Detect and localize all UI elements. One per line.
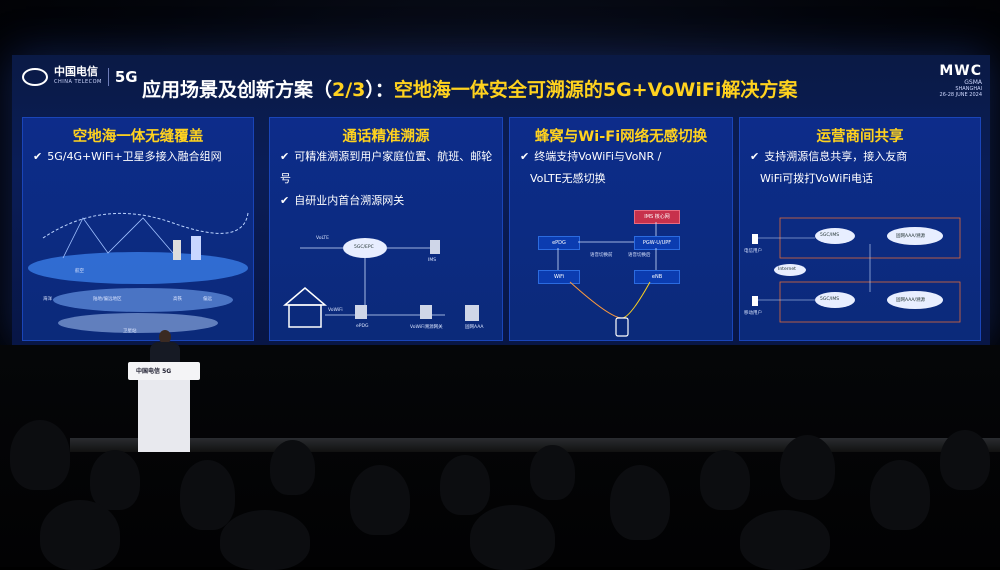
podium-top: 中国电信 5G: [128, 362, 200, 380]
event-dates: 26-28 JUNE 2024: [939, 92, 982, 98]
diagram-label: 固网AAA/溯源: [896, 298, 926, 303]
audience-member: [700, 450, 750, 510]
audience-member: [780, 435, 835, 500]
diagram-label: 移动用户: [744, 311, 762, 316]
speaker-head: [159, 330, 171, 344]
diagram-label: 语音切换前: [590, 253, 613, 258]
panel-handover: 蜂窝与Wi-Fi网络无感切换 ✔终端支持VoWiFi与VoNR / VoLTE无…: [509, 117, 733, 341]
gsma-text: GSMA: [964, 79, 982, 86]
slide-title: 应用场景及创新方案（2/3）：空地海一体安全可溯源的5G+VoWiFi解决方案: [142, 75, 797, 102]
speaker-torso: [150, 342, 180, 364]
panel-heading: 通话精准溯源: [342, 129, 430, 145]
podium: 中国电信 5G: [128, 362, 200, 452]
audience-member: [10, 420, 70, 490]
brand-5g: 5G: [107, 68, 138, 86]
diagram-label: 海洋: [43, 297, 52, 302]
panel-coverage: 空地海一体无缝覆盖 ✔5G/4G+WiFi+卫星多接入融合组网 航空 海洋 陆地…: [22, 117, 254, 341]
diagram-label: 5GC/EPC: [354, 245, 374, 250]
panel-bullet: WiFi可拨打VoWiFi电话: [760, 172, 873, 185]
epdg-box: ePDG: [538, 236, 580, 250]
diagram-label: 高铁: [173, 297, 182, 302]
panel-bullet: ✔可精准溯源到用户家庭位置、航班、邮轮号: [280, 150, 493, 185]
traceability-diagram: [282, 238, 479, 328]
diagram-label: VoWiFi: [328, 308, 343, 313]
audience-member: [940, 430, 990, 490]
panel-heading: 运营商间共享: [816, 129, 904, 145]
ims-core-box: IMS 核心网: [634, 210, 680, 224]
audience-member: [610, 465, 670, 540]
enb-box: eNB: [634, 270, 680, 284]
audience-member: [740, 510, 830, 570]
sharing-diagram: [752, 217, 961, 323]
audience-member: [220, 510, 310, 570]
diagram-label: VoWiFi溯源网关: [410, 325, 443, 330]
audience: [0, 420, 1000, 570]
diagram-label: 5GC/IMS: [820, 297, 840, 302]
brand-name-cn: 中国电信: [54, 65, 98, 78]
china-telecom-mark-icon: [22, 68, 48, 86]
diagram-label: 电信用户: [744, 249, 762, 254]
diagram-label: ePDG: [356, 324, 369, 329]
check-icon: ✔: [520, 150, 530, 163]
diagram-label: 固网AAA/溯源: [896, 234, 926, 239]
audience-member: [870, 460, 930, 530]
panel-heading: 空地海一体无缝覆盖: [72, 129, 204, 145]
podium-label: 中国电信 5G: [136, 368, 172, 375]
panel-bullet: ✔自研业内首台溯源网关: [280, 194, 405, 207]
audience-member: [530, 445, 575, 500]
panel-heading: 蜂窝与Wi-Fi网络无感切换: [534, 129, 708, 145]
audience-member: [180, 460, 235, 530]
check-icon: ✔: [750, 150, 760, 163]
panel-sharing: 运营商间共享 ✔支持溯源信息共享，接入友商 WiFi可拨打VoWiFi电话 5G…: [739, 117, 981, 341]
speaker: [150, 330, 180, 364]
title-sub: 空地海一体安全可溯源的5G+VoWiFi解决方案: [393, 79, 798, 101]
panel-bullet: ✔5G/4G+WiFi+卫星多接入融合组网: [33, 150, 222, 163]
diagram-label: VoLTE: [316, 236, 329, 241]
brand-name: 中国电信 CHINA TELECOM: [54, 65, 102, 87]
diagram-label: 卫星站: [123, 329, 137, 334]
mwc-logo-text: MWC: [939, 63, 982, 79]
diagram-label: 固网AAA: [465, 325, 484, 330]
event-city: SHANGHAI: [955, 86, 982, 92]
diagram-label: IMS: [428, 258, 437, 263]
brand-name-en: CHINA TELECOM: [54, 79, 102, 85]
audience-member: [40, 500, 120, 570]
diagram-label: 语音切换后: [628, 253, 651, 258]
mwc-logo: MWC GSMA SHANGHAI 26-28 JUNE 2024: [939, 63, 982, 98]
panel-bullet: VoLTE无感切换: [530, 172, 606, 185]
title-close: ）：: [365, 79, 394, 101]
diagram-label: 陆地/偏远地区: [93, 297, 122, 302]
audience-member: [440, 455, 490, 515]
pgw-box: PGW-U/UPF: [634, 236, 680, 250]
panel-bullet: ✔支持溯源信息共享，接入友商: [750, 150, 908, 163]
audience-member: [90, 450, 140, 510]
diagram-label: 航空: [75, 269, 84, 274]
check-icon: ✔: [280, 194, 290, 207]
check-icon: ✔: [33, 150, 43, 163]
title-main: 应用场景及创新方案（: [142, 79, 333, 101]
panel-traceability: 通话精准溯源 ✔可精准溯源到用户家庭位置、航班、邮轮号 ✔自研业内首台溯源网关 …: [269, 117, 503, 341]
check-icon: ✔: [280, 150, 290, 163]
wifi-box: WiFi: [538, 270, 580, 284]
coverage-diagram: [28, 212, 249, 333]
title-fraction: 2/3: [332, 79, 366, 101]
handover-diagram: [557, 222, 657, 337]
audience-member: [470, 505, 555, 570]
podium-body: [138, 380, 190, 452]
china-telecom-logo: 中国电信 CHINA TELECOM 5G: [22, 65, 138, 87]
diagram-label: Internet: [778, 267, 796, 272]
audience-member: [270, 440, 315, 495]
audience-member: [350, 465, 410, 535]
panel-bullet: ✔终端支持VoWiFi与VoNR /: [520, 150, 662, 163]
diagram-label: 偏远: [203, 297, 212, 302]
diagram-label: 5GC/IMS: [820, 233, 840, 238]
presentation-screen: 中国电信 CHINA TELECOM 5G 应用场景及创新方案（2/3）：空地海…: [12, 55, 990, 345]
